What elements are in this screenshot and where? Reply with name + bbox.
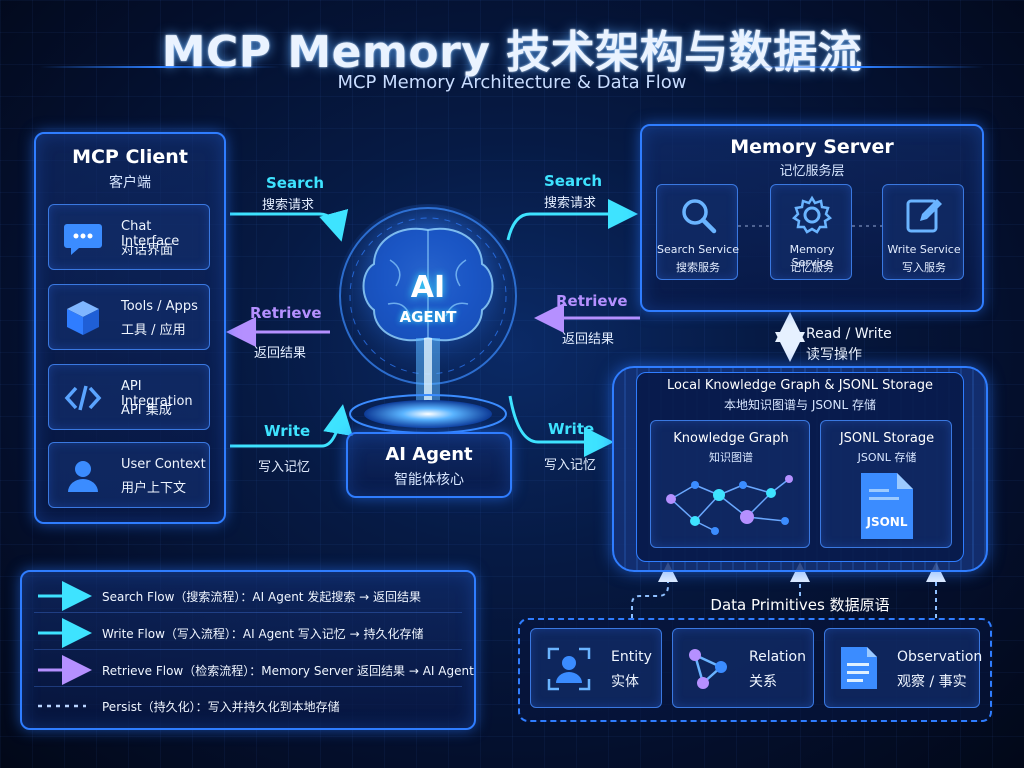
client-item-label: Tools / Apps [121, 299, 198, 314]
client-item-sub: API 集成 [121, 403, 172, 418]
service-sub: 写入服务 [902, 261, 946, 274]
client-item-sub: 用户上下文 [121, 481, 187, 496]
gear-icon [791, 195, 833, 235]
primitives-title: Data Primitives 数据原语 [710, 596, 890, 614]
left-write-label: Write [264, 422, 311, 440]
right-write-sub: 写入记忆 [544, 458, 597, 473]
chat-icon [63, 218, 103, 258]
server-subtitle: 记忆服务层 [779, 164, 845, 179]
readwrite-label: Read / Write [806, 326, 892, 342]
client-item-chat[interactable]: Chat Interface 对话界面 [48, 204, 210, 270]
left-search-arrow [230, 208, 349, 242]
jsonl-subtitle: JSONL 存储 [857, 451, 917, 464]
ai-agent-core [336, 204, 520, 434]
service-label: Memory Service [789, 243, 835, 269]
relation-icon [685, 645, 731, 691]
jsonl-storage-card[interactable]: JSONL Storage JSONL 存储 JSONL [820, 420, 952, 548]
right-search-sub: 搜索请求 [544, 196, 597, 211]
graph-network-icon [666, 475, 793, 535]
page-title: MCP Memory 技术架构与数据流 [161, 27, 863, 78]
server-title: Memory Server [730, 136, 894, 158]
primitive-relation[interactable]: Relation 关系 [672, 628, 814, 708]
document-icon [837, 645, 881, 691]
jsonl-title: JSONL Storage [839, 431, 935, 446]
client-title: MCP Client [72, 146, 188, 168]
primitive-sub: 观察 / 事实 [897, 674, 967, 690]
client-item-api[interactable]: API Integration API 集成 [48, 364, 210, 430]
primitive-sub: 关系 [749, 674, 777, 690]
service-search[interactable]: Search Service 搜索服务 [656, 184, 739, 280]
primitive-entity[interactable]: Entity 实体 [530, 628, 662, 708]
left-search-sub: 搜索请求 [262, 198, 315, 213]
agent-badge-line1: AI [410, 270, 446, 305]
primitive-label: Entity [611, 649, 652, 665]
right-search-label: Search [544, 172, 603, 190]
primitive-sub: 实体 [611, 674, 639, 690]
code-icon [63, 378, 103, 418]
legend-write: Write Flow（写入流程）：AI Agent 写入记忆 → 持久化存储 [102, 627, 424, 641]
agent-title: AI Agent [385, 444, 473, 465]
right-retrieve-label: Retrieve [556, 292, 628, 310]
left-retrieve-label: Retrieve [250, 304, 322, 322]
agent-subtitle: 智能体核心 [394, 472, 464, 488]
primitive-observation[interactable]: Observation 观察 / 事实 [824, 628, 983, 708]
client-item-user[interactable]: User Context 用户上下文 [48, 442, 210, 508]
legend-search: Search Flow（搜索流程）：AI Agent 发起搜索 → 返回结果 [102, 590, 422, 604]
service-sub: 记忆服务 [790, 261, 834, 274]
header-line-left [40, 66, 280, 68]
primitive-label: Observation [897, 649, 983, 665]
legend-panel [20, 570, 476, 730]
storage-title: Local Knowledge Graph & JSONL Storage [667, 378, 933, 393]
client-subtitle: 客户端 [109, 175, 151, 191]
agent-label-box: AI Agent 智能体核心 [346, 432, 512, 498]
service-sub: 搜索服务 [676, 261, 720, 274]
client-item-tools[interactable]: Tools / Apps 工具 / 应用 [48, 284, 210, 350]
user-icon [63, 456, 103, 496]
entity-persist-arrow [631, 562, 678, 618]
storage-subtitle: 本地知识图谱与 JSONL 存储 [724, 398, 876, 412]
client-item-label: Chat Interface [121, 219, 180, 249]
legend-markers [38, 581, 92, 708]
client-item-label: User Context [121, 457, 206, 472]
client-item-sub: 对话界面 [121, 243, 174, 258]
jsonl-file-label: JSONL [866, 515, 908, 529]
service-label: Write Service [887, 243, 961, 256]
client-item-sub: 工具 / 应用 [121, 323, 186, 338]
legend-retrieve: Retrieve Flow（检索流程）：Memory Server 返回结果 →… [102, 664, 474, 678]
left-search-label: Search [266, 174, 325, 192]
edit-icon [904, 195, 944, 235]
kg-subtitle: 知识图谱 [709, 451, 753, 464]
right-write-arrow [508, 395, 614, 457]
legend-persist: Persist（持久化）：写入并持久化到本地存储 [102, 700, 340, 714]
service-memory[interactable]: Memory Service 记忆服务 [770, 184, 852, 280]
primitive-label: Relation [749, 649, 806, 665]
cube-icon [63, 298, 103, 338]
client-item-label: API Integration [121, 379, 193, 409]
service-label: Search Service [657, 243, 739, 256]
right-retrieve-sub: 返回结果 [562, 332, 615, 347]
knowledge-graph-card[interactable]: Knowledge Graph 知识图谱 [650, 420, 810, 548]
header-line-right [744, 66, 984, 68]
right-write-label: Write [548, 420, 595, 438]
page-subtitle: MCP Memory Architecture & Data Flow [337, 72, 687, 93]
left-retrieve-sub: 返回结果 [254, 346, 307, 361]
search-icon [678, 195, 718, 235]
left-write-sub: 写入记忆 [258, 460, 311, 475]
agent-badge-line2: AGENT [399, 308, 457, 326]
right-search-arrow [506, 199, 638, 241]
jsonl-file-icon [861, 473, 913, 539]
entity-icon [547, 647, 591, 691]
service-write[interactable]: Write Service 写入服务 [882, 184, 964, 280]
readwrite-sub: 读写操作 [806, 347, 862, 363]
kg-title: Knowledge Graph [673, 431, 789, 446]
left-write-arrow [230, 404, 353, 448]
